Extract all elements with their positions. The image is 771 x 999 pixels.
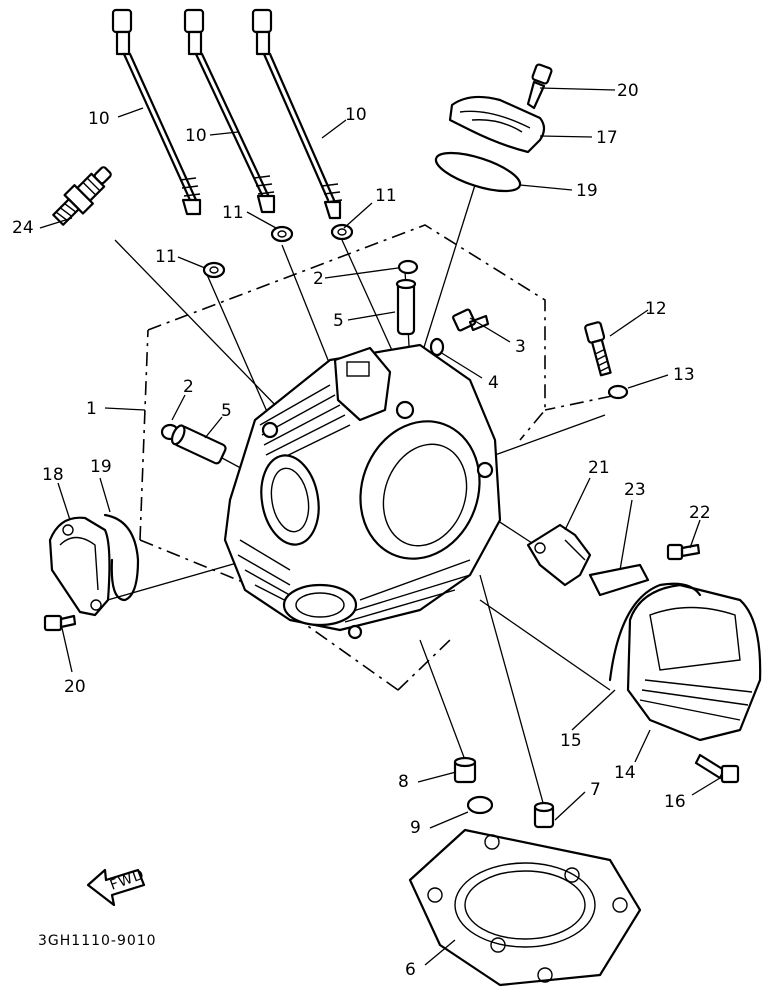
label-part-15: 15 — [560, 731, 582, 751]
label-part-2b: 2 — [183, 377, 194, 397]
stud-bolt-right — [251, 8, 343, 220]
dowel-pin-8 — [453, 756, 477, 784]
bolt-3 — [452, 308, 490, 332]
label-part-8: 8 — [398, 772, 409, 792]
bolt-22 — [666, 543, 701, 561]
tappet-cover-top — [448, 95, 546, 154]
valve-guide-top — [395, 278, 417, 336]
label-part-1: 1 — [86, 399, 97, 419]
label-part-19b: 19 — [90, 457, 112, 477]
label-part-23: 23 — [624, 480, 646, 500]
label-part-22: 22 — [689, 503, 711, 523]
label-part-5b: 5 — [221, 401, 232, 421]
label-part-24: 24 — [12, 218, 34, 238]
label-part-18: 18 — [42, 465, 64, 485]
cylinder-head — [223, 343, 502, 640]
dowel-pin-7 — [533, 801, 555, 829]
valve-guide-left — [170, 424, 227, 465]
cylinder-head-gasket — [408, 828, 642, 987]
label-part-17: 17 — [596, 128, 618, 148]
label-part-6: 6 — [405, 960, 416, 980]
washer-11 — [202, 223, 354, 279]
label-part-11c: 11 — [375, 186, 397, 206]
label-part-11a: 11 — [155, 247, 177, 267]
stud-bolt-left — [111, 8, 202, 216]
label-part-2a: 2 — [313, 269, 324, 289]
label-part-20b: 20 — [64, 677, 86, 697]
label-part-3: 3 — [515, 337, 526, 357]
side-cover — [48, 516, 111, 617]
plate-23 — [588, 563, 650, 597]
o-ring-top — [397, 259, 419, 275]
o-ring-right-15 — [608, 582, 702, 682]
washer-13 — [607, 384, 629, 400]
forward-direction-arrow: FWD — [86, 867, 147, 907]
breather-bracket — [526, 523, 592, 587]
label-part-9: 9 — [410, 818, 421, 838]
label-part-19a: 19 — [576, 181, 598, 201]
stud-bolt-middle — [183, 8, 276, 214]
label-part-7: 7 — [590, 780, 601, 800]
assembly-boundary — [139, 224, 613, 691]
label-part-16: 16 — [664, 792, 686, 812]
label-part-11b: 11 — [222, 203, 244, 223]
label-part-14: 14 — [614, 763, 636, 783]
tappet-cover-right — [626, 583, 762, 742]
seal-9 — [466, 795, 494, 815]
bolt-16 — [694, 753, 740, 784]
washer-4 — [429, 337, 445, 357]
label-part-10a: 10 — [88, 109, 110, 129]
o-ring-left-19 — [103, 513, 140, 602]
bolt-20-left — [43, 614, 77, 632]
label-part-21: 21 — [588, 458, 610, 478]
label-part-20a: 20 — [617, 81, 639, 101]
spark-plug — [52, 166, 112, 226]
callout-lines — [39, 87, 721, 966]
label-part-5a: 5 — [333, 311, 344, 331]
label-part-10c: 10 — [345, 105, 367, 125]
drawing-code: 3GH1110-9010 — [38, 933, 157, 949]
bolt-12 — [584, 321, 612, 377]
bolt-20-top — [526, 63, 553, 110]
part-labels: 10 10 10 11 11 11 24 2 5 3 4 1 2 5 12 13… — [12, 81, 711, 980]
label-part-4: 4 — [488, 373, 499, 393]
label-part-10b: 10 — [185, 126, 207, 146]
label-part-12: 12 — [645, 299, 667, 319]
o-ring-top-19 — [434, 151, 522, 193]
label-part-13: 13 — [673, 365, 695, 385]
